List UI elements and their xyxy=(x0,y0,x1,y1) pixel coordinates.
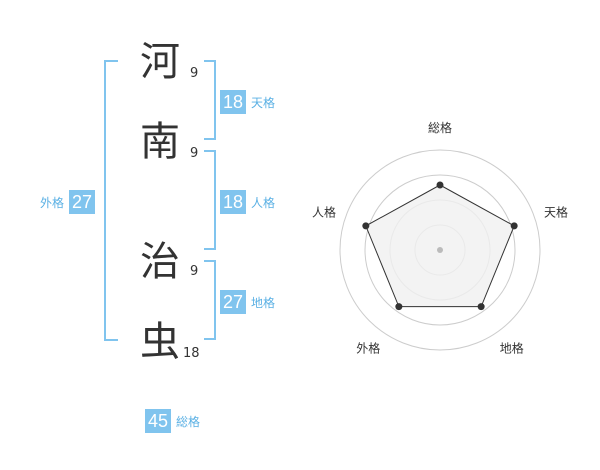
stroke-count-2: 9 xyxy=(190,146,199,161)
soukaku-value: 45 xyxy=(145,409,172,433)
tenkaku-label: 天格 xyxy=(251,95,276,110)
radar-ring xyxy=(364,174,516,326)
chikaku-label: 地格 xyxy=(251,295,276,310)
radar-axis-label-2: 天格 xyxy=(544,204,568,219)
gaikaku-value: 27 xyxy=(69,190,96,214)
soukaku-label: 総格 xyxy=(176,414,201,429)
name-char-1: 河 xyxy=(140,39,180,85)
radar-axis-label-5: 人格 xyxy=(312,204,336,219)
stroke-count-3: 9 xyxy=(190,264,199,279)
radar-point-5 xyxy=(362,222,370,230)
name-char-4: 虫 xyxy=(140,319,180,365)
stroke-count-4: 18 xyxy=(183,346,200,361)
radar-center-point xyxy=(437,247,443,253)
radar-polygon xyxy=(365,184,515,308)
radar-point-1 xyxy=(436,181,444,189)
stroke-count-1: 9 xyxy=(190,66,199,81)
jinkaku-value: 18 xyxy=(220,190,247,214)
radar-point-2 xyxy=(510,222,518,230)
radar-point-4 xyxy=(395,303,403,311)
radar-axis-label-4: 外格 xyxy=(356,341,380,356)
name-char-3: 治 xyxy=(140,239,180,285)
tenkaku-value: 18 xyxy=(220,90,247,114)
soukaku-score: 45 総格 xyxy=(145,409,200,433)
gaikaku-score: 外格 27 xyxy=(40,190,96,214)
jinkaku-label: 人格 xyxy=(251,195,276,210)
chikaku-value: 27 xyxy=(220,290,247,314)
jinkaku-bracket xyxy=(204,150,216,250)
name-char-2: 南 xyxy=(140,119,180,165)
radar-axis-label-3: 地格 xyxy=(500,341,524,356)
tenkaku-score: 18 天格 xyxy=(220,90,275,114)
chikaku-bracket xyxy=(204,260,216,340)
jinkaku-score: 18 人格 xyxy=(220,190,275,214)
gaikaku-label: 外格 xyxy=(40,195,65,210)
gaikaku-bracket xyxy=(104,60,118,341)
chikaku-score: 27 地格 xyxy=(220,290,275,314)
radar-ring xyxy=(339,149,541,351)
radar-point-3 xyxy=(477,303,485,311)
tenkaku-bracket xyxy=(204,60,216,140)
radar-axis-label-1: 総格 xyxy=(428,120,452,135)
